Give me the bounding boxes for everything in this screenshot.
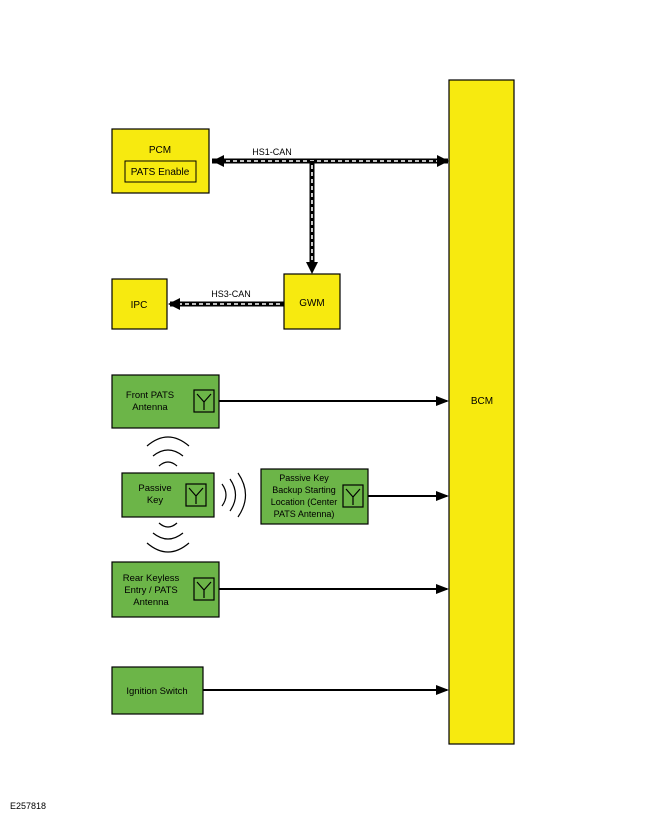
passive-key-label-line1: Passive bbox=[138, 483, 171, 494]
antenna-icon bbox=[185, 483, 207, 507]
radio-waves-icon bbox=[146, 522, 190, 553]
figure-id: E257818 bbox=[10, 801, 46, 811]
hs3-can-label: HS3-CAN bbox=[211, 289, 251, 299]
hs3-can-bus: HS3-CAN bbox=[168, 289, 284, 310]
gwm-label: GWM bbox=[299, 298, 325, 309]
backup-starting-antenna-module: Passive Key Backup Starting Location (Ce… bbox=[260, 468, 449, 525]
bcm-module: BCM bbox=[448, 79, 515, 745]
radio-waves-icon bbox=[221, 472, 247, 518]
antenna-icon bbox=[193, 389, 215, 413]
rear-antenna-label-line1: Rear Keyless bbox=[123, 573, 180, 584]
ipc-label: IPC bbox=[131, 300, 148, 311]
rear-antenna-label-line3: Antenna bbox=[133, 597, 169, 608]
hs1-can-label: HS1-CAN bbox=[252, 147, 292, 157]
front-pats-antenna-module: Front PATS Antenna bbox=[111, 374, 449, 429]
passive-key-module: Passive Key bbox=[121, 472, 215, 518]
bcm-label: BCM bbox=[471, 396, 493, 407]
front-antenna-label-line1: Front PATS bbox=[126, 390, 174, 401]
pats-enable-box bbox=[124, 160, 197, 183]
antenna-icon bbox=[193, 577, 215, 601]
pcm-module: PCM PATS Enable bbox=[111, 128, 210, 194]
backup-antenna-label-line3: Location (Center bbox=[271, 497, 338, 507]
passive-key-label-line2: Key bbox=[147, 495, 164, 506]
backup-antenna-label-line4: PATS Antenna) bbox=[274, 509, 335, 519]
backup-antenna-label-line1: Passive Key bbox=[279, 473, 329, 483]
ignition-switch-module: Ignition Switch bbox=[111, 666, 449, 715]
ipc-module: IPC bbox=[111, 278, 168, 330]
gwm-module: GWM bbox=[283, 273, 341, 330]
antenna-icon bbox=[342, 484, 364, 508]
front-antenna-label-line2: Antenna bbox=[132, 402, 168, 413]
rear-antenna-label-line2: Entry / PATS bbox=[124, 585, 178, 596]
hs1-can-bus: HS1-CAN bbox=[212, 147, 449, 274]
backup-antenna-label-line2: Backup Starting bbox=[272, 485, 336, 495]
pcm-label: PCM bbox=[149, 145, 171, 156]
rear-keyless-entry-antenna-module: Rear Keyless Entry / PATS Antenna bbox=[111, 561, 449, 618]
pats-enable-label: PATS Enable bbox=[131, 167, 190, 178]
ignition-switch-label: Ignition Switch bbox=[126, 686, 187, 697]
radio-waves-icon bbox=[146, 436, 190, 467]
